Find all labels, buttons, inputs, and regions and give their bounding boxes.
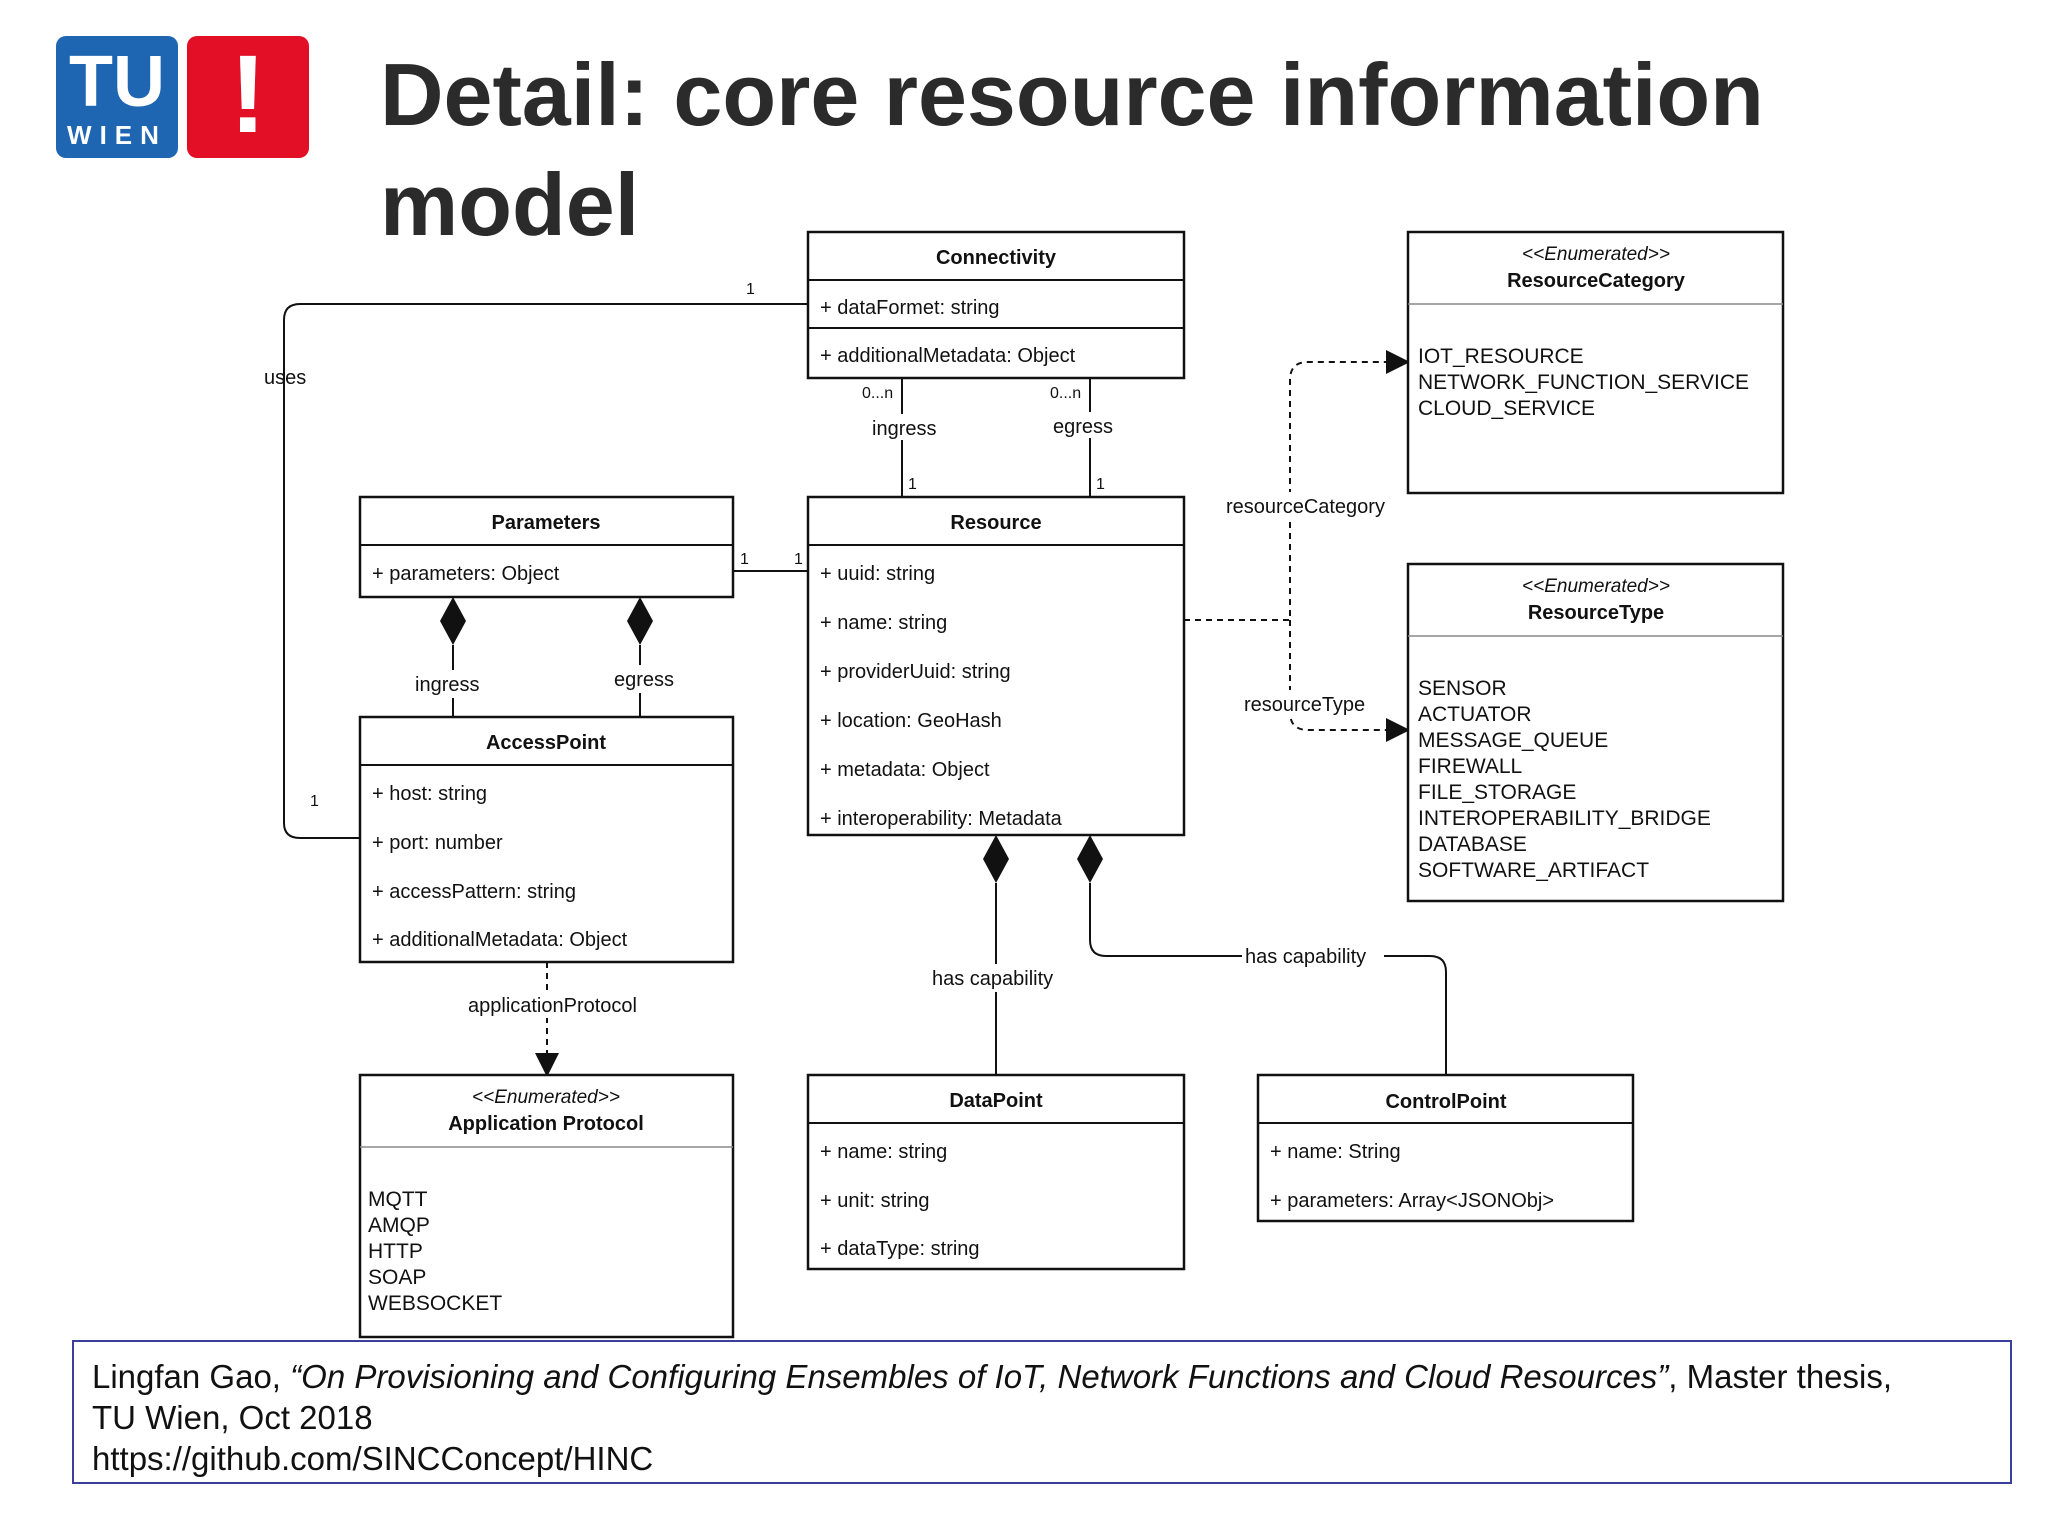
- composition-diamond-icon: [440, 597, 466, 645]
- class-attribute: + location: GeoHash: [820, 710, 1002, 732]
- class-parameters: Parameters + parameters: Object: [358, 495, 735, 599]
- resource-type-label: resourceType: [1244, 694, 1365, 716]
- conn-egress-label: egress: [1053, 416, 1113, 438]
- class-name: ResourceType: [1528, 602, 1664, 624]
- class-attribute: + metadata: Object: [820, 759, 990, 781]
- reference-author: Lingfan Gao,: [92, 1358, 291, 1395]
- uses-mult-top: 1: [746, 281, 755, 298]
- class-name: Parameters: [492, 512, 601, 534]
- class-name: ResourceCategory: [1507, 270, 1686, 292]
- uses-label: uses: [264, 367, 306, 389]
- class-accesspoint: AccessPoint + host: string + port: numbe…: [358, 715, 735, 964]
- uses-edge: [283, 303, 808, 839]
- class-attribute: + interoperability: Metadata: [820, 808, 1063, 830]
- reference-box: Lingfan Gao, “On Provisioning and Config…: [72, 1340, 2012, 1484]
- enum-literal: FILE_STORAGE: [1418, 781, 1576, 804]
- class-name: DataPoint: [949, 1090, 1043, 1112]
- enum-literal: DATABASE: [1418, 833, 1527, 856]
- class-attribute: + parameters: Array<JSONObj>: [1270, 1190, 1554, 1212]
- class-attribute: + dataFormet: string: [820, 297, 1000, 319]
- class-attribute: + name: string: [820, 1141, 947, 1163]
- enum-literal: AMQP: [368, 1214, 430, 1237]
- class-name: Application Protocol: [448, 1113, 644, 1135]
- class-attribute: + port: number: [372, 832, 503, 854]
- composition-diamond-icon: [983, 835, 1009, 883]
- param-res-mult-right: 1: [794, 551, 803, 568]
- class-attribute: + unit: string: [820, 1190, 930, 1212]
- enum-literal: FIREWALL: [1418, 755, 1522, 778]
- class-connectivity: Connectivity + dataFormet: string + addi…: [806, 230, 1186, 380]
- enum-literal: WEBSOCKET: [368, 1292, 502, 1315]
- uses-mult-bottom: 1: [310, 793, 319, 810]
- enum-stereotype: <<Enumerated>>: [1522, 244, 1670, 265]
- param-egress-label: egress: [614, 669, 674, 691]
- logo-wien-text: WIEN: [67, 120, 167, 150]
- class-attribute: + name: String: [1270, 1141, 1401, 1163]
- param-res-mult-left: 1: [740, 551, 749, 568]
- composition-diamond-icon: [1077, 835, 1103, 883]
- enum-literal: INTEROPERABILITY_BRIDGE: [1418, 807, 1711, 830]
- reference-suffix: , Master thesis,: [1668, 1358, 1893, 1395]
- class-attribute: + host: string: [372, 783, 487, 805]
- class-attribute: + providerUuid: string: [820, 661, 1011, 683]
- has-capability-control-label: has capability: [1245, 946, 1366, 968]
- logo-exclamation-icon: !: [230, 36, 267, 156]
- conn-ingress-label: ingress: [872, 418, 936, 440]
- enum-literal: MESSAGE_QUEUE: [1418, 729, 1608, 752]
- application-protocol-label: applicationProtocol: [468, 995, 637, 1017]
- has-capability-control-edge: [1089, 883, 1447, 1075]
- param-ingress-label: ingress: [415, 674, 479, 696]
- class-resource: Resource + uuid: string + name: string +…: [806, 495, 1186, 837]
- enum-literal: CLOUD_SERVICE: [1418, 397, 1595, 420]
- class-attribute: + additionalMetadata: Object: [820, 345, 1076, 367]
- page-title: Detail: core resource information model: [380, 45, 1764, 254]
- class-name: Connectivity: [936, 247, 1057, 269]
- enum-literal: MQTT: [368, 1188, 428, 1211]
- class-attribute: + dataType: string: [820, 1238, 980, 1260]
- class-attribute: + additionalMetadata: Object: [372, 929, 628, 951]
- conn-mult-right: 0...n: [1050, 385, 1081, 402]
- res-mult-left: 1: [908, 476, 917, 493]
- class-datapoint: DataPoint + name: string + unit: string …: [806, 1073, 1186, 1271]
- enum-literal: ACTUATOR: [1418, 703, 1532, 726]
- reference-url[interactable]: https://github.com/SINCConcept/HINC: [92, 1440, 654, 1477]
- enum-stereotype: <<Enumerated>>: [472, 1087, 620, 1108]
- class-controlpoint: ControlPoint + name: String + parameters…: [1256, 1073, 1635, 1223]
- enum-application-protocol: <<Enumerated>> Application Protocol MQTT…: [358, 1073, 735, 1339]
- reference-title: “On Provisioning and Configuring Ensembl…: [290, 1358, 1669, 1395]
- enum-resource-category: <<Enumerated>> ResourceCategory IOT_RESO…: [1406, 230, 1785, 495]
- reference-line-2: TU Wien, Oct 2018: [92, 1399, 373, 1436]
- logo-tu-text: TU: [69, 42, 165, 122]
- class-name: ControlPoint: [1385, 1091, 1506, 1113]
- enum-literal: IOT_RESOURCE: [1418, 345, 1584, 368]
- resource-category-edge: [1184, 350, 1410, 621]
- enum-literal: SOFTWARE_ARTIFACT: [1418, 859, 1649, 882]
- class-name: Resource: [950, 512, 1041, 534]
- resource-category-label: resourceCategory: [1226, 496, 1385, 518]
- has-capability-data-label: has capability: [932, 968, 1053, 990]
- enum-stereotype: <<Enumerated>>: [1522, 576, 1670, 597]
- enum-literal: HTTP: [368, 1240, 423, 1263]
- class-attribute: + accessPattern: string: [372, 881, 576, 903]
- enum-literal: SENSOR: [1418, 677, 1507, 700]
- tu-wien-logo: TU WIEN !: [56, 36, 309, 158]
- composition-diamond-icon: [627, 597, 653, 645]
- class-name: AccessPoint: [486, 732, 606, 754]
- class-attribute: + uuid: string: [820, 563, 935, 585]
- enum-literal: SOAP: [368, 1266, 426, 1289]
- class-attribute: + name: string: [820, 612, 947, 634]
- conn-mult-left: 0...n: [862, 385, 893, 402]
- enum-literal: NETWORK_FUNCTION_SERVICE: [1418, 371, 1749, 394]
- enum-resource-type: <<Enumerated>> ResourceType SENSOR ACTUA…: [1406, 562, 1785, 903]
- class-attribute: + parameters: Object: [372, 563, 560, 585]
- reference-line-1: Lingfan Gao, “On Provisioning and Config…: [92, 1356, 1992, 1397]
- res-mult-right: 1: [1096, 476, 1105, 493]
